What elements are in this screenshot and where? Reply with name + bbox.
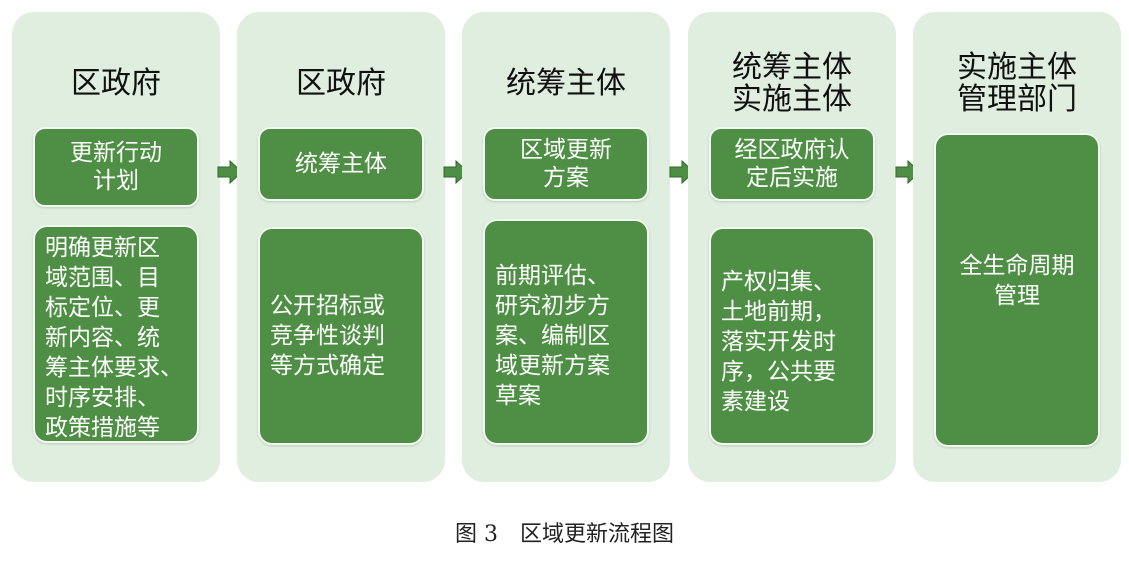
detail-box-regional-update-plan: 前期评估、 研究初步方 案、编制区 域更新方案 草案 [483, 219, 649, 445]
step-box-regional-update-plan: 区域更新 方案 [483, 127, 649, 201]
column-title: 统筹主体 [506, 66, 626, 101]
detail-box-coordinating-entity: 公开招标或 竞争性谈判 等方式确定 [258, 227, 424, 445]
column-title: 统筹主体 实施主体 [732, 50, 852, 117]
column-title: 实施主体 管理部门 [957, 50, 1077, 117]
detail-box-implement-after-approval: 产权归集、 土地前期， 落实开发时 序，公共要 素建设 [709, 227, 875, 445]
column-title: 区政府 [296, 66, 386, 101]
step-box-implement-after-approval: 经区政府认 定后实施 [709, 127, 875, 201]
detail-box-lifecycle-management: 全生命周期 管理 [934, 133, 1100, 447]
figure-title: 区域更新流程图 [519, 522, 674, 547]
column-district-government-2: 区政府 统筹主体 公开招标或 竞争性谈判 等方式确定 [237, 12, 445, 482]
detail-box-update-action-plan: 明确更新区 域范围、目 标定位、更 新内容、统 筹主体要求、 时序安排、 政策措… [33, 225, 199, 443]
figure-caption: 图 3 区域更新流程图 [0, 520, 1129, 550]
column-implementing-entity-and-management-dept: 实施主体 管理部门 全生命周期 管理 [913, 12, 1121, 482]
flow-diagram: 区政府 更新行动 计划 明确更新区 域范围、目 标定位、更 新内容、统 筹主体要… [12, 12, 1121, 482]
column-district-government-1: 区政府 更新行动 计划 明确更新区 域范围、目 标定位、更 新内容、统 筹主体要… [12, 12, 220, 482]
figure-number: 图 3 [454, 522, 498, 547]
step-box-update-action-plan: 更新行动 计划 [33, 127, 199, 207]
column-coordinating-and-implementing-entity: 统筹主体 实施主体 经区政府认 定后实施 产权归集、 土地前期， 落实开发时 序… [688, 12, 896, 482]
column-title: 区政府 [71, 66, 161, 101]
step-box-coordinating-entity: 统筹主体 [258, 127, 424, 201]
column-coordinating-entity: 统筹主体 区域更新 方案 前期评估、 研究初步方 案、编制区 域更新方案 草案 [462, 12, 670, 482]
arrow-right-icon [217, 160, 243, 184]
